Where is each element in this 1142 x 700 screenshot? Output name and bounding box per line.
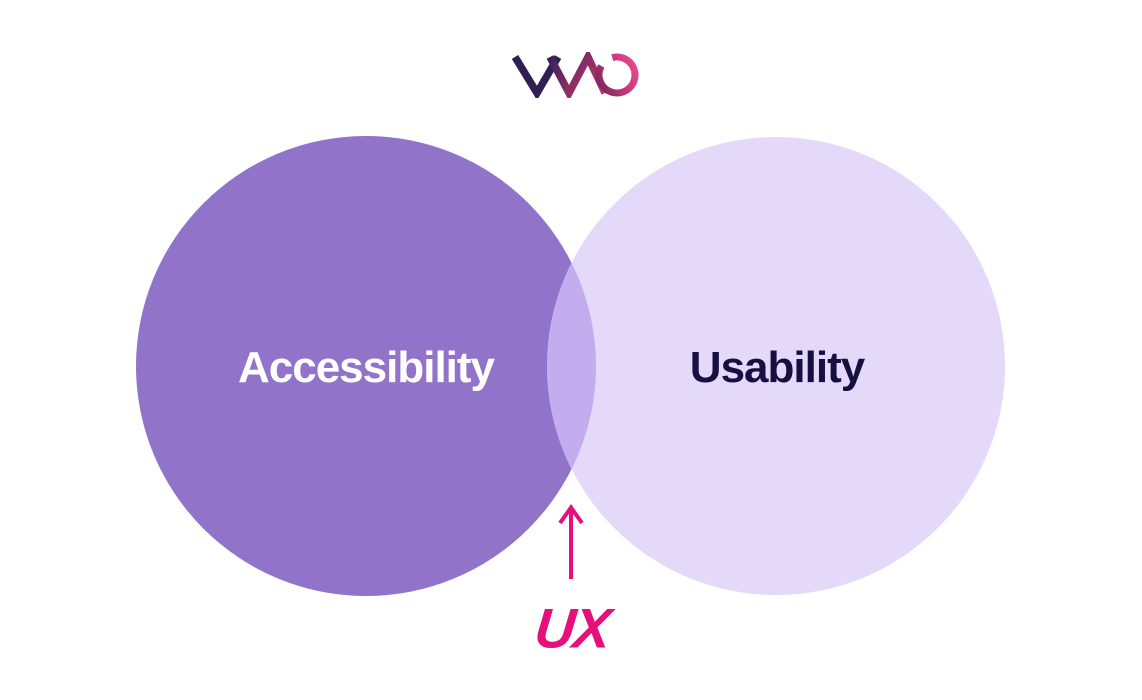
venn-circle-accessibility [136,136,596,596]
venn-circle-usability [547,137,1005,595]
accessibility-label: Accessibility [237,343,495,392]
up-arrow-icon [558,504,584,579]
logo-letter-o [595,53,639,97]
usability-label: Usability [689,343,865,392]
ux-label: UX [531,596,613,660]
logo-letter-v [511,55,562,98]
vwo-logo [511,52,639,98]
